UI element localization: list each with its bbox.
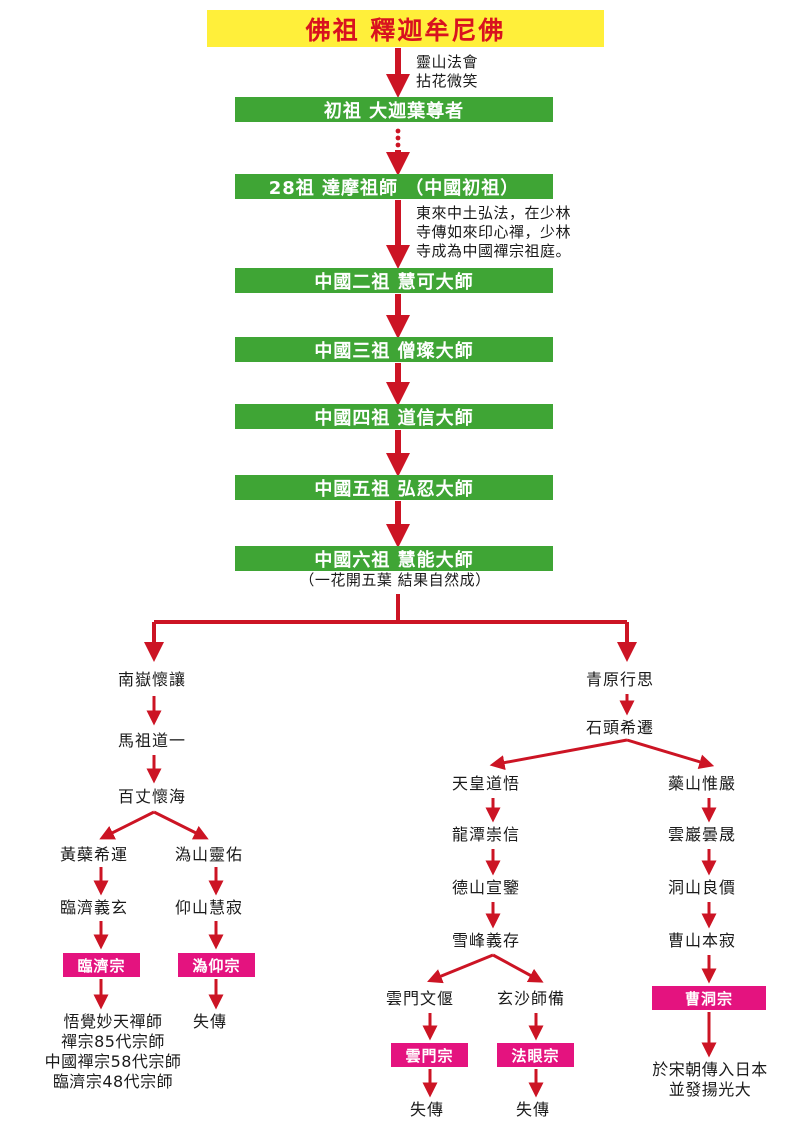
yunmen-lost: 失傳 <box>410 1100 445 1119</box>
master-caoshan-benji: 曹山本寂 <box>668 931 737 950</box>
master-yaoshan-weiyan: 藥山惟嚴 <box>668 774 737 793</box>
title-buddha: 佛祖 釋迦牟尼佛 <box>207 10 604 47</box>
master-nanyue-huairang: 南嶽懷讓 <box>118 670 187 689</box>
ellipsis-dot <box>395 135 401 141</box>
split-line-sixth <box>154 594 627 624</box>
patriarch-3-sengcan: 中國三祖 僧璨大師 <box>235 337 553 362</box>
fayan-lost: 失傳 <box>516 1100 551 1119</box>
note-line: 悟覺妙天禪師 <box>63 1012 163 1031</box>
note-line: 於宋朝傳入日本 <box>652 1060 768 1079</box>
patriarch-6-huineng: 中國六祖 慧能大師 <box>235 546 553 571</box>
arrow-to-guishan <box>153 810 209 840</box>
school-guiyang: 溈仰宗 <box>178 953 255 977</box>
master-yangshan-huiji: 仰山慧寂 <box>175 898 244 917</box>
note-line: 拈花微笑 <box>416 71 479 90</box>
master-guishan-lingyou: 溈山靈佑 <box>175 845 244 864</box>
note-bodhidharma: 東來中土弘法，在少林 寺傳如來印心禪，少林 寺成為中國禪宗祖庭。 <box>416 204 571 260</box>
school-caodong: 曹洞宗 <box>652 986 766 1010</box>
school-linji: 臨濟宗 <box>63 953 140 977</box>
master-xuansha-shibei: 玄沙師備 <box>497 989 566 1008</box>
note-line: 臨濟宗48代宗師 <box>52 1072 174 1091</box>
master-dongshan-liangjie: 洞山良價 <box>668 878 737 897</box>
arrow-to-yunmen <box>427 953 494 984</box>
note-line: 靈山法會 <box>416 53 479 71</box>
master-yunyan-tansheng: 雲巖曇晟 <box>668 825 737 844</box>
master-huangbo-xiyun: 黃蘗希運 <box>60 845 129 864</box>
note-line: 寺傳如來印心禪，少林 <box>416 222 572 241</box>
master-deshan-xuanjian: 德山宣鑒 <box>452 878 521 897</box>
master-qingyuan-xingsi: 青原行思 <box>586 670 655 689</box>
arrow-to-huangbo <box>99 810 155 840</box>
patriarch-4-daoxin: 中國四祖 道信大師 <box>235 404 553 429</box>
arrow-to-yaoshan <box>626 738 715 770</box>
note-linji-lineage: 悟覺妙天禪師 禪宗85代宗師 中國禪宗58代宗師 臨濟宗48代宗師 <box>18 1012 208 1092</box>
patriarch-28-bodhidharma: 28祖 達摩祖師 （中國初祖） <box>235 174 553 199</box>
guiyang-lost: 失傳 <box>193 1012 228 1031</box>
master-mazu-daoyi: 馬祖道一 <box>118 731 187 750</box>
ellipsis-dot <box>395 142 401 148</box>
master-xuefeng-yicun: 雪峰義存 <box>452 931 521 950</box>
master-tianhuang-daowu: 天皇道悟 <box>452 774 521 793</box>
school-fayan: 法眼宗 <box>497 1043 574 1067</box>
note-line: 東來中土弘法，在少林 <box>416 204 572 222</box>
master-baizhang-huaihai: 百丈懷海 <box>118 787 187 806</box>
master-shitou-xiqian: 石頭希遷 <box>586 718 655 737</box>
patriarch-5-hongren: 中國五祖 弘忍大師 <box>235 475 553 500</box>
arrow-to-xuansha <box>492 953 544 983</box>
patriarch-2-huike: 中國二祖 慧可大師 <box>235 268 553 293</box>
master-yunmen-wenyan: 雲門文偃 <box>386 989 455 1008</box>
note-line: 中國禪宗58代宗師 <box>44 1052 182 1071</box>
note-line: 寺成為中國禪宗祖庭。 <box>416 241 572 260</box>
note-caodong-japan: 於宋朝傳入日本 並發揚光大 <box>630 1060 790 1100</box>
note-five-leaves: （一花開五葉 結果自然成） <box>299 571 491 589</box>
note-flower-sermon: 靈山法會 拈花微笑 <box>416 53 478 91</box>
ellipsis-dot <box>395 128 401 134</box>
master-longtan-chongxin: 龍潭崇信 <box>452 825 521 844</box>
master-linji-yixuan: 臨濟義玄 <box>60 898 129 917</box>
arrow-to-tianhuang <box>489 738 628 771</box>
patriarch-1-mahakashyapa: 初祖 大迦葉尊者 <box>235 97 553 122</box>
note-line: 並發揚光大 <box>668 1080 752 1099</box>
school-yunmen: 雲門宗 <box>391 1043 468 1067</box>
note-line: 禪宗85代宗師 <box>61 1032 165 1051</box>
